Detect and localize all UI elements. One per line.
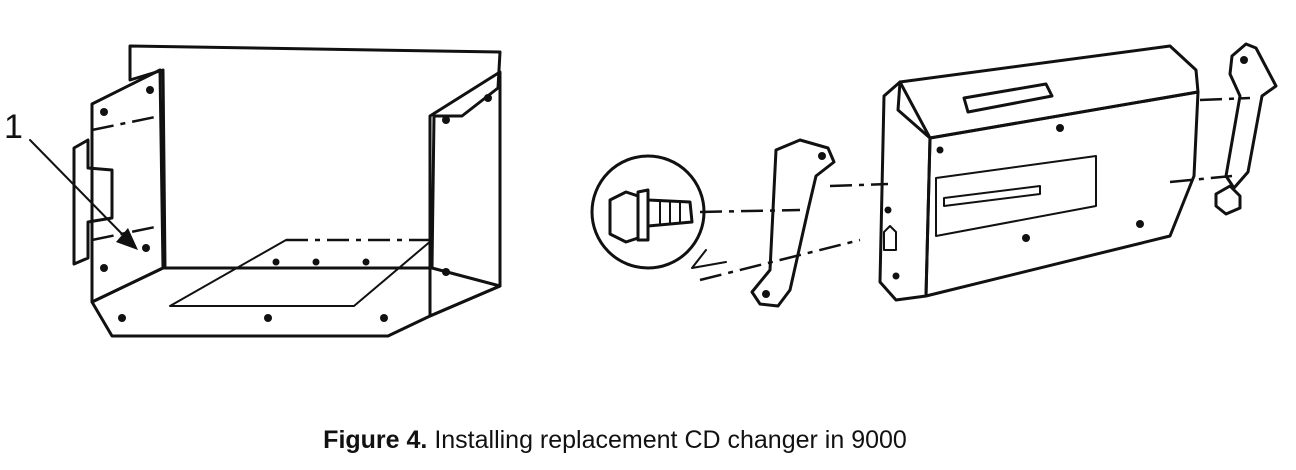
bracket-inner-panel bbox=[169, 239, 433, 307]
bolt-thread bbox=[646, 198, 694, 228]
changer-side-face bbox=[924, 90, 1200, 298]
rear-bracket-body bbox=[1224, 42, 1278, 190]
changer-side-panel bbox=[935, 155, 1097, 237]
figure-caption: Figure 4. Installing replacement CD chan… bbox=[0, 426, 1230, 455]
rear-bracket bbox=[1214, 42, 1278, 216]
changer-holes bbox=[884, 124, 1144, 280]
figure-caption-text: Installing replacement CD changer in 900… bbox=[434, 426, 907, 454]
rear-bracket-nut bbox=[1214, 184, 1242, 216]
bolt-washer bbox=[636, 188, 650, 242]
mounting-bracket bbox=[29, 44, 502, 338]
side-bracket-body bbox=[750, 138, 836, 308]
side-bracket bbox=[699, 138, 889, 308]
bracket-right-flange bbox=[428, 70, 502, 318]
bolt-head bbox=[608, 190, 640, 244]
bracket-bottom-plate bbox=[90, 266, 502, 338]
bolt-detail bbox=[590, 154, 801, 270]
bracket-back-panel bbox=[128, 44, 502, 270]
callout-number: 1 bbox=[4, 108, 23, 146]
figure-caption-label: Figure 4. bbox=[323, 426, 428, 454]
callout-arrow bbox=[29, 139, 138, 250]
bracket-left-tab bbox=[72, 138, 114, 266]
changer-top-slot bbox=[962, 82, 1054, 114]
bracket-holes bbox=[100, 86, 492, 322]
cd-changer-unit bbox=[878, 44, 1251, 302]
changer-top-face bbox=[896, 44, 1200, 140]
